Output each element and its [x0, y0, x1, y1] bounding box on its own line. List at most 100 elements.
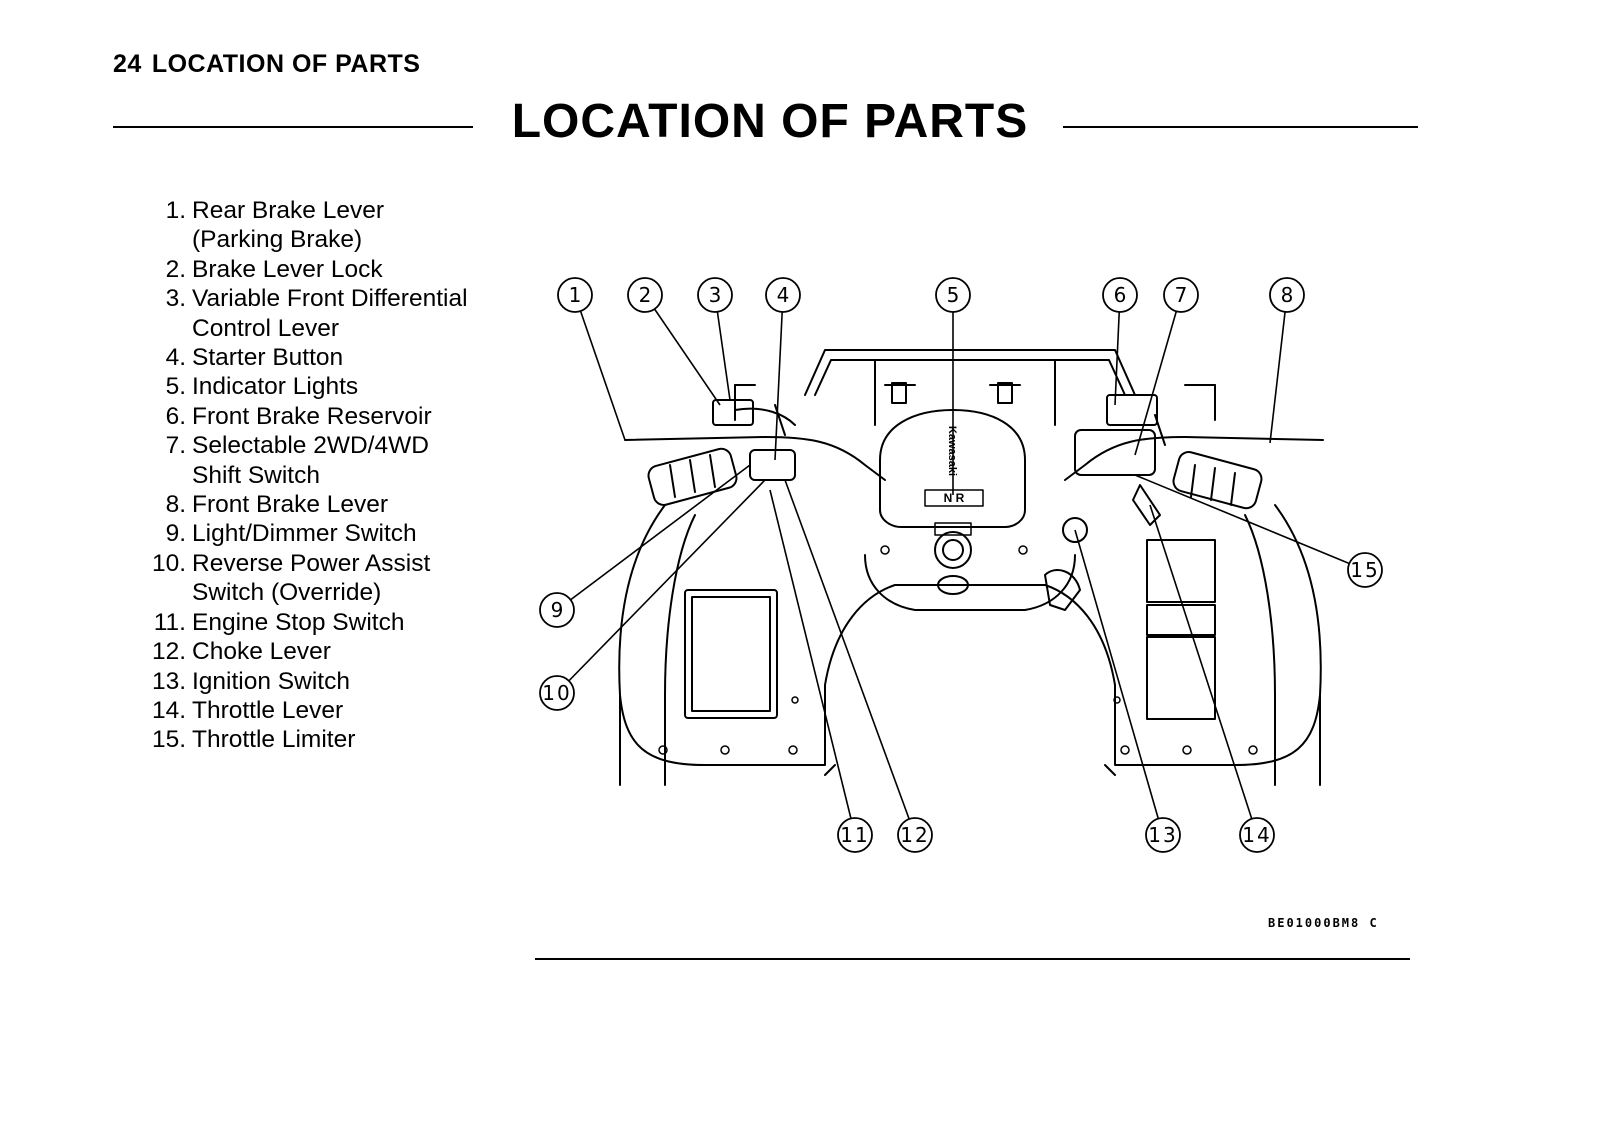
right-panel: [1146, 539, 1216, 720]
running-head: LOCATION OF PARTS: [151, 50, 421, 78]
legend-line: (Parking Brake): [192, 226, 363, 254]
legend-text: Front Brake Lever: [186, 490, 388, 519]
callout-number: 9: [551, 598, 564, 622]
leader-line: [1134, 474, 1366, 571]
callout-circle: [1239, 817, 1275, 853]
legend-text: Ignition Switch: [186, 667, 350, 696]
legend-line: Throttle Limiter: [192, 726, 356, 754]
legend-line: Choke Lever: [192, 638, 331, 666]
legend-line: Light/Dimmer Switch: [192, 520, 417, 548]
leader-line: [774, 294, 784, 461]
callout-number: 15: [1350, 558, 1379, 582]
legend-line: Shift Switch: [192, 461, 320, 489]
dash-fuel-tank: [879, 409, 1026, 595]
callout-circle: [1347, 552, 1383, 588]
legend-number: 12.: [151, 638, 186, 666]
legend-text: Indicator Lights: [186, 372, 358, 401]
legend-line: Front Brake Reservoir: [192, 402, 432, 430]
callout-6: 6: [1102, 277, 1138, 313]
legend-item: 13.Ignition Switch: [140, 667, 500, 696]
legend-number: 15.: [151, 726, 186, 754]
callout-number: 1: [569, 283, 582, 307]
legend-text: Starter Button: [186, 343, 343, 372]
legend-line: Reverse Power Assist: [192, 549, 431, 577]
callout-15: 15: [1347, 552, 1383, 588]
legend-line: Throttle Lever: [192, 696, 344, 724]
callout-circle: [557, 277, 593, 313]
callout-9: 9: [539, 592, 575, 628]
bottom-rule: [535, 958, 1410, 960]
cargo-rack: [734, 349, 1216, 426]
figure-code: BE01000BM8 C: [1268, 916, 1379, 930]
legend-number: 13.: [151, 667, 186, 695]
legend-item: 9.Light/Dimmer Switch: [140, 519, 500, 548]
callout-circle: [1102, 277, 1138, 313]
legend-line: Selectable 2WD/4WD: [192, 432, 429, 460]
legend-line: Variable Front Differential: [192, 285, 468, 313]
legend-item: 5.Indicator Lights: [140, 372, 500, 401]
legend-number: 8.: [165, 491, 186, 519]
legend-line: Starter Button: [192, 344, 344, 372]
legend-number: 2.: [165, 255, 186, 283]
callout-number: 10: [542, 681, 571, 705]
legend-number: 9.: [165, 520, 186, 548]
legend-text: Rear Brake Lever(Parking Brake): [186, 196, 384, 255]
callout-number: 3: [709, 283, 722, 307]
leader-line: [1134, 294, 1182, 456]
callout-8: 8: [1269, 277, 1305, 313]
callout-number: 8: [1281, 283, 1294, 307]
legend-number: 4.: [165, 344, 186, 372]
right-grip: [1172, 451, 1263, 510]
callout-number: 14: [1242, 823, 1271, 847]
leader-line: [556, 479, 766, 694]
legend-text: Engine Stop Switch: [186, 608, 404, 637]
legend-text: Front Brake Reservoir: [186, 402, 432, 431]
leader-line: [1074, 529, 1164, 836]
legend-line: Brake Lever Lock: [192, 255, 383, 283]
brand-label: Kawasaki: [946, 426, 958, 476]
callout-number: 2: [639, 283, 652, 307]
legend-number: 6.: [165, 402, 186, 430]
legend-item: 14.Throttle Lever: [140, 696, 500, 725]
callout-circle: [1163, 277, 1199, 313]
callout-13: 13: [1145, 817, 1181, 853]
leader-line: [1149, 504, 1258, 836]
callout-4: 4: [765, 277, 801, 313]
callout-5: 5: [935, 277, 971, 313]
callout-2: 2: [627, 277, 663, 313]
handlebar: [624, 394, 1324, 481]
callout-circle: [1269, 277, 1305, 313]
leader-line: [1269, 294, 1288, 444]
callout-12: 12: [897, 817, 933, 853]
legend-item: 2.Brake Lever Lock: [140, 255, 500, 284]
callout-number: 6: [1114, 283, 1127, 307]
dash-labels: Kawasaki N R: [944, 426, 965, 505]
leader-line: [784, 479, 916, 836]
leader-line: [574, 294, 626, 441]
legend-text: Brake Lever Lock: [186, 255, 383, 284]
callout-14: 14: [1239, 817, 1275, 853]
legend-line: Front Brake Lever: [192, 491, 389, 519]
callout-number: 13: [1148, 823, 1177, 847]
legend-text: Throttle Lever: [186, 696, 343, 725]
callout-number: 5: [947, 283, 960, 307]
indicator-label: N R: [944, 491, 965, 505]
callout-circle: [837, 817, 873, 853]
legend-line: Control Lever: [192, 314, 340, 342]
legend-line: Engine Stop Switch: [192, 608, 405, 636]
legend-number: 14.: [151, 696, 186, 724]
left-grip: [647, 447, 738, 506]
callout-circle: [1145, 817, 1181, 853]
callout-3: 3: [697, 277, 733, 313]
legend-number: 11.: [153, 608, 186, 636]
callout-circle: [897, 817, 933, 853]
legend-number: 1.: [165, 197, 186, 224]
callout-7: 7: [1163, 277, 1199, 313]
body-fenders: [618, 504, 1322, 786]
callout-circle: [935, 277, 971, 313]
callout-1: 1: [557, 277, 593, 313]
